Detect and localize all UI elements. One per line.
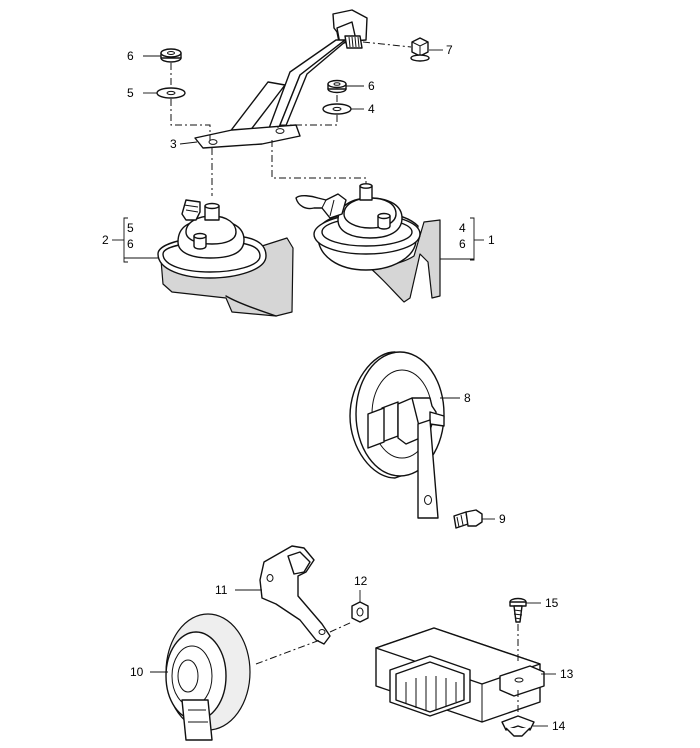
screw-9: 9 xyxy=(453,509,506,529)
callout-6: 6 xyxy=(127,237,134,251)
callout-15: 15 xyxy=(545,596,559,610)
callout-6: 6 xyxy=(459,237,466,251)
washer-5-left xyxy=(156,87,186,99)
nut-7 xyxy=(410,37,430,62)
nut-6-left xyxy=(160,48,182,63)
nut-6-right xyxy=(327,79,347,94)
nut-12: 12 xyxy=(351,574,369,623)
screw-15: 15 xyxy=(509,596,559,623)
horn-assembly-lower: 11 12 10 xyxy=(130,545,369,741)
callout-3: 3 xyxy=(170,137,177,151)
callout-13: 13 xyxy=(560,667,574,681)
callout-5: 5 xyxy=(127,221,134,235)
horn-assembly-upper: 6 5 3 7 6 4 2 5 6 1 4 6 xyxy=(102,9,495,317)
callout-4: 4 xyxy=(459,221,466,235)
callout-10: 10 xyxy=(130,665,144,679)
callout-12: 12 xyxy=(354,574,368,588)
horn-side-view: 8 xyxy=(349,351,471,519)
callout-11: 11 xyxy=(215,583,228,597)
callout-6: 6 xyxy=(127,49,134,63)
bracket-11: 11 xyxy=(215,545,331,645)
callout-5: 5 xyxy=(127,86,134,100)
mounting-bracket xyxy=(194,9,368,149)
clip-nut-14: 14 xyxy=(501,715,566,737)
horn-left xyxy=(157,199,294,317)
washer-4-right xyxy=(322,103,352,115)
callout-7: 7 xyxy=(446,43,453,57)
bolt-stud xyxy=(344,35,363,49)
callout-1: 1 xyxy=(488,233,495,247)
horn-right xyxy=(295,183,441,303)
callout-9: 9 xyxy=(499,512,506,526)
disc-horn-10: 10 xyxy=(130,613,251,741)
callout-2: 2 xyxy=(102,233,109,247)
control-module-13: 13 xyxy=(375,627,574,723)
callout-14: 14 xyxy=(552,719,566,733)
callout-6: 6 xyxy=(368,79,375,93)
callout-8: 8 xyxy=(464,391,471,405)
callout-4: 4 xyxy=(368,102,375,116)
